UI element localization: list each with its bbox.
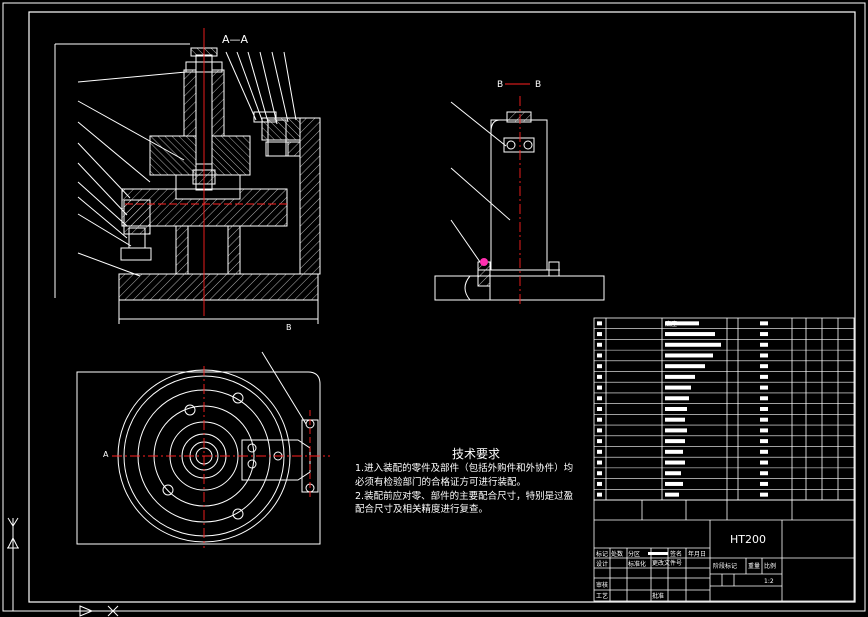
parts-list-material-mark bbox=[760, 460, 768, 465]
tb-scale: 比例 bbox=[764, 562, 776, 570]
parts-list-index-mark bbox=[597, 332, 602, 337]
parts-list-index-mark bbox=[597, 428, 602, 433]
parts-list-index-mark bbox=[597, 471, 602, 476]
parts-list-material-mark bbox=[760, 342, 768, 347]
section-bb-right: B bbox=[535, 80, 541, 90]
section-b-mark: B bbox=[286, 323, 292, 332]
tb-stage-mark: 阶段标记 bbox=[713, 562, 737, 570]
tb-mark: 标记 bbox=[596, 550, 608, 558]
parts-list-material-mark bbox=[760, 428, 768, 433]
section-aa-title: A—A bbox=[222, 33, 249, 46]
parts-list-material-mark bbox=[760, 407, 768, 411]
parts-list-index-mark bbox=[597, 407, 602, 411]
parts-list-index-mark bbox=[597, 449, 602, 454]
parts-list-index-mark bbox=[597, 417, 602, 422]
top-view-centerlines bbox=[112, 366, 330, 548]
tb-process: 工艺 bbox=[596, 592, 608, 600]
parts-list-cell-mark bbox=[665, 364, 705, 369]
section-view-aa bbox=[54, 43, 321, 324]
tb-design: 设计 bbox=[596, 560, 608, 568]
tb-standardization: 标准化 bbox=[628, 560, 646, 568]
parts-list-material-mark bbox=[760, 353, 768, 358]
parts-list-cell-mark bbox=[665, 407, 687, 411]
tb-count: 处数 bbox=[611, 550, 623, 558]
parts-list-cell-mark bbox=[665, 449, 683, 454]
parts-list-index-mark bbox=[597, 396, 602, 401]
section-aa-centerlines bbox=[125, 28, 290, 316]
tb-zone: 分区 bbox=[628, 550, 640, 558]
parts-list-index-mark bbox=[597, 439, 602, 444]
tb-scale-value: 1:2 bbox=[764, 578, 774, 585]
parts-list-material-mark bbox=[760, 321, 768, 326]
tech-req-line-1: 1.进入装配的零件及部件（包括外购件和外协件）均 bbox=[355, 462, 573, 474]
parts-list-index-mark bbox=[597, 481, 602, 486]
top-view bbox=[76, 351, 321, 545]
parts-list-cell-mark bbox=[665, 353, 713, 358]
parts-list-cell-mark bbox=[665, 471, 681, 476]
section-bb-left: B bbox=[497, 80, 503, 90]
parts-list-cell-mark bbox=[665, 321, 699, 326]
parts-list-cell-mark bbox=[665, 332, 715, 337]
parts-list-material-mark bbox=[760, 449, 768, 454]
parts-list-index-mark bbox=[597, 460, 602, 465]
parts-list-index-mark bbox=[597, 385, 602, 390]
parts-list-index-mark bbox=[597, 492, 602, 497]
parts-list-cell-mark bbox=[665, 385, 691, 390]
tech-req-title: 技术要求 bbox=[452, 447, 500, 461]
parts-list-cell-mark bbox=[665, 481, 683, 486]
tb-signature: 签名 bbox=[670, 550, 682, 558]
parts-list-material-mark bbox=[760, 439, 768, 444]
bom-top-label: 底座 bbox=[665, 320, 677, 328]
parts-list-cell-mark bbox=[665, 492, 679, 497]
parts-list-cell-mark bbox=[665, 374, 695, 379]
tb-weight: 重量 bbox=[748, 562, 760, 570]
tech-req-line-2: 必须有检验部门的合格证方可进行装配。 bbox=[355, 476, 526, 488]
parts-list-material-mark bbox=[760, 481, 768, 486]
tech-req-line-3: 2.装配前应对零、部件的主要配合尺寸，特别是过盈 bbox=[355, 490, 574, 502]
parts-list-material-mark bbox=[760, 332, 768, 337]
section-a-mark: A bbox=[103, 450, 109, 459]
parts-list-material-mark bbox=[760, 374, 768, 379]
parts-list-material-mark bbox=[760, 396, 768, 401]
parts-list-index-mark bbox=[597, 374, 602, 379]
parts-list-material-mark bbox=[760, 471, 768, 476]
parts-list-material-mark bbox=[760, 364, 768, 369]
parts-list-cell-mark bbox=[665, 428, 687, 433]
tb-date: 年月日 bbox=[688, 550, 706, 558]
tb-review: 审核 bbox=[596, 581, 608, 589]
ucs-icon bbox=[7, 517, 119, 617]
parts-list-cell-mark bbox=[665, 460, 685, 465]
tb-change-doc: 更改文件号 bbox=[652, 559, 682, 567]
tb-approve: 批准 bbox=[652, 592, 664, 600]
parts-list-cell-mark bbox=[665, 342, 721, 347]
parts-list bbox=[593, 317, 855, 501]
title-block bbox=[593, 499, 855, 602]
parts-list-material-mark bbox=[760, 492, 768, 497]
bb-magenta-marker bbox=[480, 258, 488, 266]
parts-list-material-mark bbox=[760, 385, 768, 390]
parts-list-rows bbox=[594, 321, 854, 497]
section-view-bb bbox=[434, 101, 605, 301]
tech-req-line-4: 配合尺寸及相关精度进行复查。 bbox=[355, 503, 488, 515]
parts-list-cell-mark bbox=[665, 396, 689, 401]
material-label: HT200 bbox=[730, 533, 766, 546]
parts-list-index-mark bbox=[597, 342, 602, 347]
parts-list-material-mark bbox=[760, 417, 768, 422]
parts-list-cell-mark bbox=[665, 439, 685, 444]
parts-list-index-mark bbox=[597, 321, 602, 326]
parts-list-index-mark bbox=[597, 364, 602, 369]
parts-list-cell-mark bbox=[665, 417, 685, 422]
parts-list-index-mark bbox=[597, 353, 602, 358]
